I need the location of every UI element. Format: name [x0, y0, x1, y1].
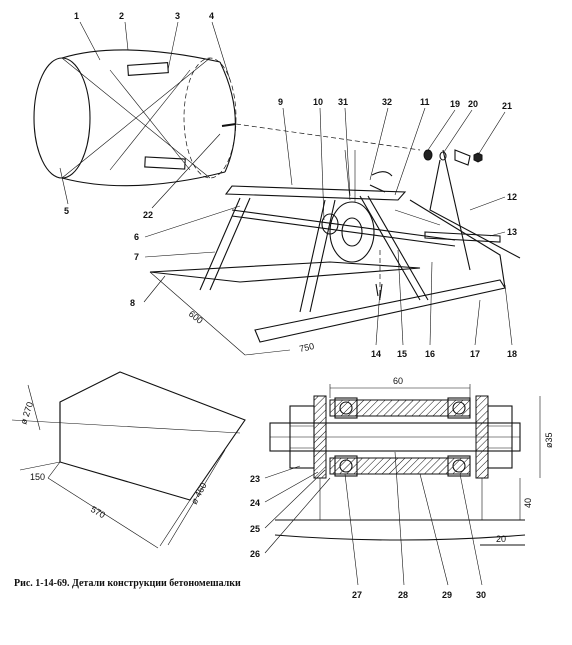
callout-17: 17 — [470, 349, 480, 359]
dim-shaft-60: 60 — [393, 376, 403, 386]
callout-11: 11 — [420, 97, 430, 107]
callout-4: 4 — [209, 11, 214, 21]
callout-20: 20 — [468, 99, 478, 109]
callout-28: 28 — [398, 590, 408, 600]
callout-7: 7 — [134, 252, 139, 262]
figure-caption: Рис. 1-14-69. Детали конструкции бетоном… — [14, 578, 241, 589]
mixer-frame — [149, 149, 521, 343]
callout-12: 12 — [507, 192, 517, 202]
dim-frame-600: 600 — [187, 309, 205, 326]
callout-3: 3 — [175, 11, 180, 21]
callout-27: 27 — [352, 590, 362, 600]
callout-1: 1 — [74, 11, 79, 21]
callout-23: 23 — [250, 474, 260, 484]
dim-shaft-20: 20 — [496, 534, 506, 544]
callout-24: 24 — [250, 498, 260, 508]
mixer-assembly-view: 600 750 — [33, 49, 521, 356]
callout-21: 21 — [502, 101, 512, 111]
callout-32: 32 — [382, 97, 392, 107]
callout-25: 25 — [250, 524, 260, 534]
drum-dimension-view: ø 270 150 570 ø 460 — [11, 371, 246, 549]
bolt-hardware — [423, 149, 483, 166]
callout-18: 18 — [507, 349, 517, 359]
dim-drum-diam-460: ø 460 — [189, 481, 209, 506]
dim-shaft-40: 40 — [523, 498, 533, 508]
callout-19: 19 — [450, 99, 460, 109]
callout-13: 13 — [507, 227, 517, 237]
callout-31: 31 — [338, 97, 348, 107]
section-callout-leaders — [264, 451, 483, 586]
callout-16: 16 — [425, 349, 435, 359]
callout-6: 6 — [134, 232, 139, 242]
shaft-section-view: 60 ø35 40 20 — [269, 376, 554, 546]
callout-30: 30 — [476, 590, 486, 600]
callout-14: 14 — [371, 349, 381, 359]
callout-29: 29 — [442, 590, 452, 600]
callout-10: 10 — [313, 97, 323, 107]
drive-pulley — [321, 149, 441, 300]
dim-shaft-diam-35: ø35 — [544, 432, 554, 448]
callout-15: 15 — [397, 349, 407, 359]
callout-22: 22 — [143, 210, 153, 220]
callout-26: 26 — [250, 549, 260, 559]
callout-5: 5 — [64, 206, 69, 216]
dim-drum-570: 570 — [89, 504, 107, 520]
dim-frame-750: 750 — [298, 341, 315, 354]
dim-drum-150: 150 — [30, 472, 45, 482]
mixer-drum — [33, 49, 421, 187]
callout-2: 2 — [119, 11, 124, 21]
dim-drum-diam-270: ø 270 — [18, 401, 35, 426]
callout-leaders — [59, 21, 513, 346]
callout-9: 9 — [278, 97, 283, 107]
callout-8: 8 — [130, 298, 135, 308]
